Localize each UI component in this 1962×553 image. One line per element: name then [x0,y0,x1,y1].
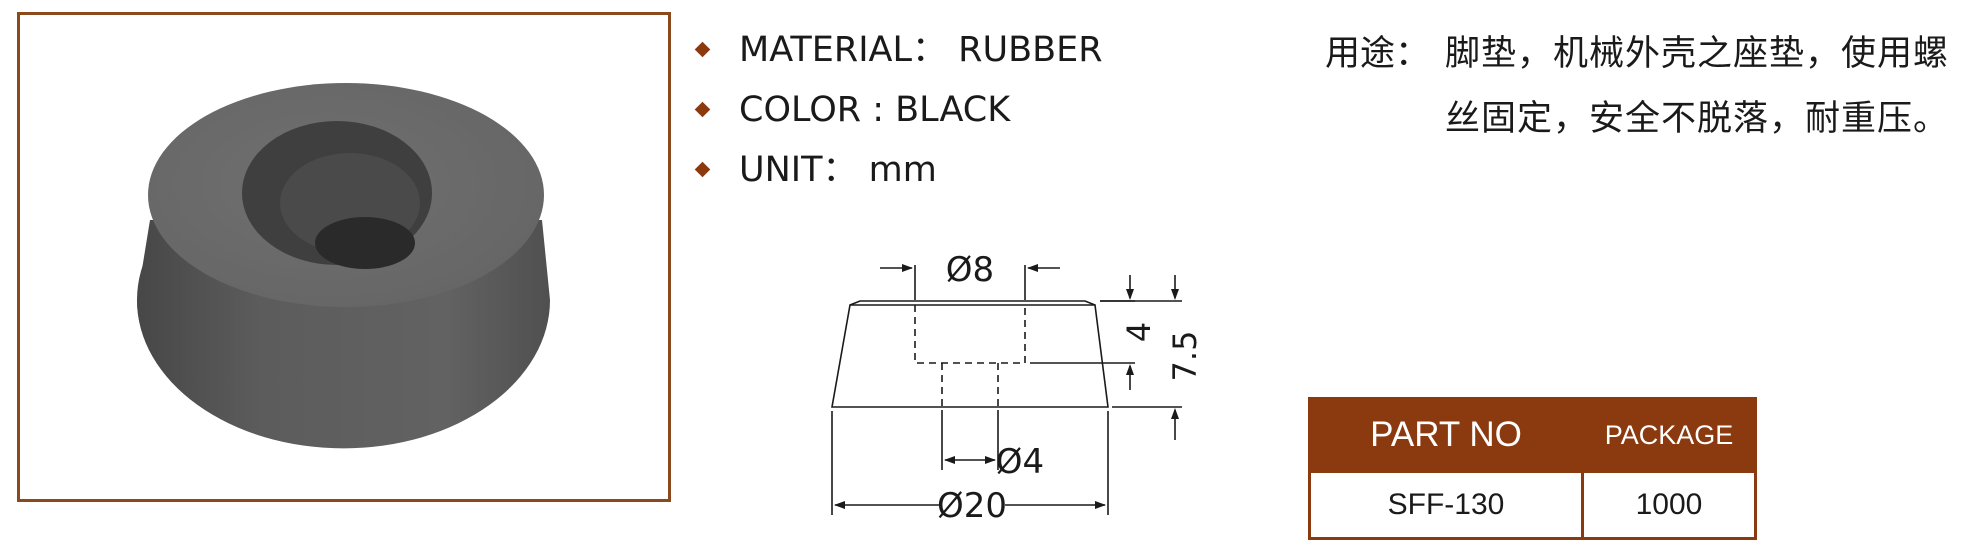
spec-material: MATERIAL： RUBBER [694,20,1103,80]
hidden-hole [941,363,999,407]
dim-top-diameter: Ø8 [946,250,994,290]
product-photo-frame [17,12,671,502]
diamond-bullet-icon [694,161,711,178]
technical-drawing: Ø8 Ø4 Ø20 4 7.5 [820,245,1240,549]
part-table: PART NO PACKAGE SFF-130 1000 [1308,397,1757,540]
dim-total-height: 7.5 [1166,331,1204,382]
dim-hole-diameter: Ø4 [996,442,1044,482]
table-row: SFF-130 1000 [1308,470,1757,540]
header-package: PACKAGE [1581,397,1757,473]
usage-label: 用途： [1325,34,1431,74]
dimension-drawing: Ø8 Ø4 Ø20 4 7.5 [831,250,1204,526]
diamond-bullet-icon [694,41,711,58]
profile-outline [831,304,1109,408]
spec-unit: UNIT： mm [694,140,1103,200]
cell-part-no: SFF-130 [1308,470,1584,540]
spec-color: COLOR : BLACK [694,80,1103,140]
spec-unit-label: UNIT： mm [739,150,937,190]
usage-text: 脚垫，机械外壳之座垫，使用螺丝固定，安全不脱落，耐重压。 [1445,34,1950,139]
hidden-counterbore [914,305,1026,364]
table-header-row: PART NO PACKAGE [1308,397,1757,473]
cell-package: 1000 [1581,470,1757,540]
rubber-foot-photo [137,83,550,449]
spec-list: MATERIAL： RUBBER COLOR : BLACK UNIT： mm [694,20,1103,200]
spec-material-label: MATERIAL： RUBBER [739,30,1103,70]
dim-counterbore-depth: 4 [1120,322,1158,342]
diamond-bullet-icon [694,101,711,118]
dim-base-diameter: Ø20 [937,486,1007,526]
spec-color-label: COLOR : BLACK [739,90,1011,130]
header-part-no: PART NO [1308,397,1584,473]
